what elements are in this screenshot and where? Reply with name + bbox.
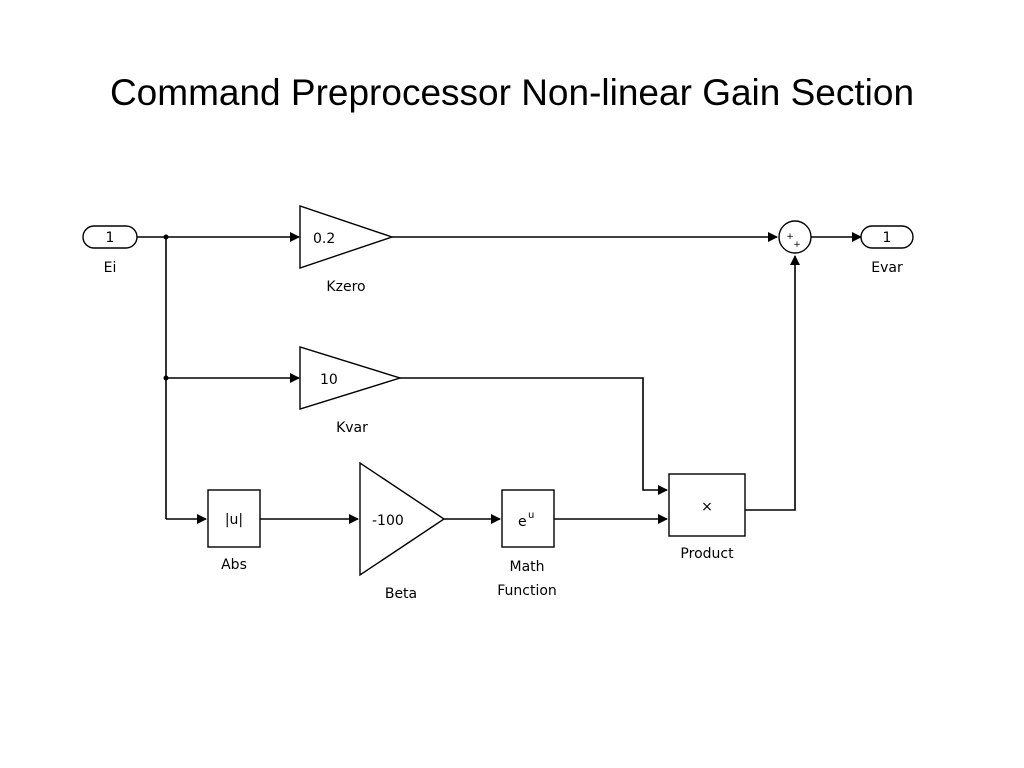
abs-label: Abs (221, 557, 247, 573)
inport-number: 1 (106, 230, 115, 246)
gain-kzero[interactable]: 0.2 Kzero (299, 205, 395, 295)
kvar-value: 10 (320, 372, 338, 388)
math-base: e (518, 514, 527, 530)
sum-sign-1: + (786, 232, 794, 242)
beta-value: -100 (372, 513, 404, 529)
outport-evar[interactable]: 1 Evar (860, 225, 914, 276)
math-label-line1: Math (509, 559, 544, 575)
gain-kvar[interactable]: 10 Kvar (299, 346, 403, 436)
branch-point-top (163, 234, 169, 240)
kzero-label: Kzero (326, 279, 365, 295)
product-label: Product (680, 546, 734, 562)
kvar-label: Kvar (336, 420, 368, 436)
math-exponent: u (528, 510, 534, 521)
beta-label: Beta (385, 586, 417, 602)
outport-number: 1 (883, 230, 892, 246)
signal-lines (137, 232, 862, 524)
abs-symbol: |u| (225, 512, 243, 528)
math-label-line2: Function (497, 583, 557, 599)
gain-beta[interactable]: -100 Beta (359, 461, 446, 602)
outport-label: Evar (871, 260, 903, 276)
product-symbol: × (701, 499, 713, 515)
inport-label: Ei (104, 260, 117, 276)
slide-title: Command Preprocessor Non-linear Gain Sec… (109, 72, 915, 113)
abs-block[interactable]: |u| Abs (207, 489, 261, 573)
wire-product-to-sum (745, 255, 800, 511)
branch-point-middle (163, 375, 169, 381)
inport-ei[interactable]: 1 Ei (82, 225, 138, 276)
product-block[interactable]: × Product (668, 473, 746, 562)
sum-sign-2: + (793, 240, 801, 250)
sum-block[interactable]: + + (778, 220, 812, 254)
math-function-block[interactable]: e u Math Function (497, 489, 557, 599)
wire-kvar-to-product (400, 377, 668, 495)
kzero-value: 0.2 (313, 231, 335, 247)
